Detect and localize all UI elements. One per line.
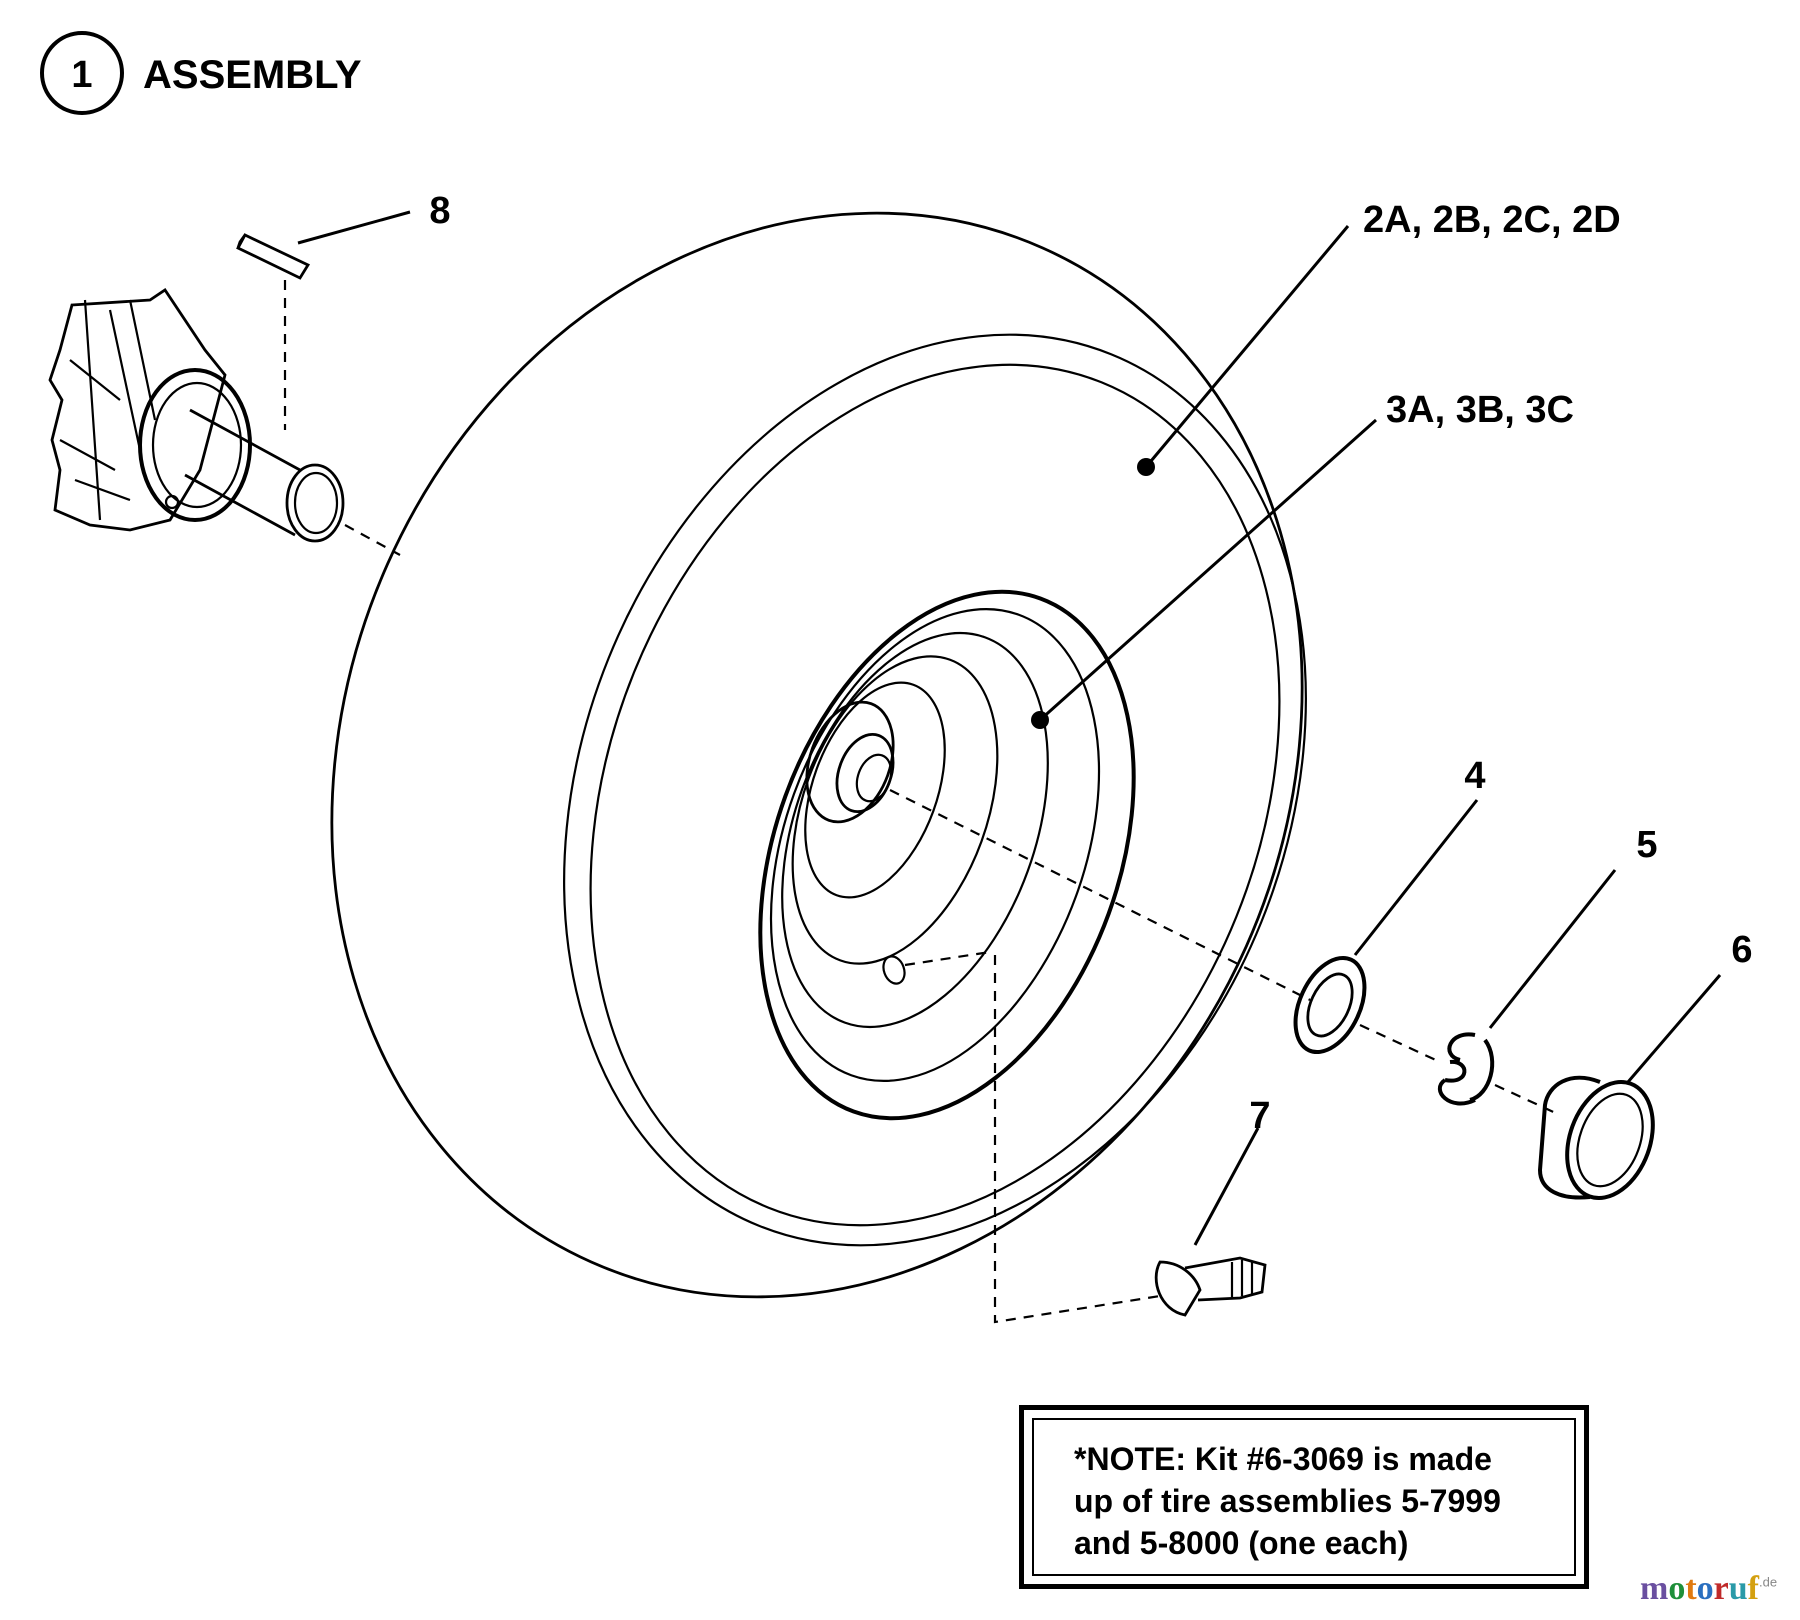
watermark-letter: t — [1685, 1570, 1697, 1607]
leader-3 — [1039, 418, 1377, 722]
assembly-header: 1 ASSEMBLY — [40, 31, 362, 115]
spindle-bolt — [164, 494, 180, 510]
leader-5 — [1488, 869, 1617, 1029]
valve-dash-line — [993, 955, 1161, 1324]
tire-sidewall-inner — [589, 363, 1281, 1227]
cap-body — [1537, 1075, 1601, 1200]
note-line-1: *NOTE: Kit #6-3069 is made — [1074, 1441, 1492, 1477]
rim-ring-2 — [781, 631, 1049, 1029]
valve-dash-to-hole — [904, 950, 991, 967]
valve-hole — [882, 955, 906, 985]
washer-inner — [1306, 972, 1354, 1038]
watermark-letter: u — [1728, 1570, 1748, 1607]
callout-2: 2A, 2B, 2C, 2D — [1363, 199, 1621, 241]
valve-stem-part-7 — [904, 950, 1267, 1324]
leader-8 — [297, 210, 411, 245]
axle-centerline — [889, 789, 1561, 1116]
kit-note-inner: *NOTE: Kit #6-3069 is made up of tire as… — [1032, 1418, 1576, 1576]
header-title: ASSEMBLY — [143, 53, 362, 97]
spindle-fin-detail — [59, 299, 157, 521]
cap-part-6 — [1537, 1075, 1655, 1201]
washer-outer — [1293, 955, 1367, 1055]
header-circle — [40, 31, 124, 115]
leader-6 — [1626, 974, 1722, 1083]
watermark-letter: o — [1668, 1570, 1686, 1607]
spindle-flange-outer — [138, 368, 252, 522]
callout-5: 5 — [1636, 824, 1657, 866]
axle-dash-to-tire — [344, 524, 401, 556]
watermark-letter: r — [1713, 1570, 1729, 1607]
callout-4: 4 — [1464, 755, 1485, 797]
e-clip — [1437, 1032, 1495, 1106]
cap-face-inner — [1576, 1092, 1644, 1188]
cap-face — [1565, 1079, 1655, 1201]
key-part-8 — [236, 233, 311, 280]
callout-8: 8 — [429, 190, 450, 232]
rim-ring-3 — [791, 655, 999, 965]
leader-lines — [297, 210, 1722, 1246]
callout-labels: 8 2A, 2B, 2C, 2D 3A, 3B, 3C 4 5 6 7 — [429, 190, 1752, 1137]
callout-3: 3A, 3B, 3C — [1386, 389, 1574, 431]
hub-collar-outer — [805, 700, 895, 824]
tire-sidewall-outline — [563, 333, 1307, 1247]
rim-ring-1 — [769, 608, 1101, 1082]
watermark-text: motoruf — [1640, 1570, 1759, 1607]
callout-6: 6 — [1731, 929, 1752, 971]
spindle-fins — [48, 288, 227, 532]
valve-stem-base — [1154, 1260, 1202, 1317]
note-line-2: up of tire assemblies 5-7999 — [1074, 1483, 1501, 1519]
clip-part-5 — [1437, 1032, 1495, 1106]
valve-stem-thread — [1230, 1260, 1254, 1297]
hub-bore — [855, 753, 893, 803]
spindle-flange-inner — [151, 381, 243, 509]
watermark-logo: motoruf.de — [1640, 1570, 1777, 1608]
watermark-suffix: .de — [1759, 1574, 1778, 1590]
tire-outer-outline — [330, 211, 1304, 1299]
spindle-shaft — [184, 408, 301, 537]
watermark-letter: f — [1747, 1570, 1759, 1607]
leader-4 — [1353, 799, 1479, 956]
rim-part-3 — [758, 458, 1155, 1121]
rim-outer — [758, 589, 1136, 1121]
watermark-letter: m — [1640, 1570, 1669, 1607]
washer-part-4 — [1293, 955, 1367, 1055]
valve-stem-body — [1184, 1256, 1267, 1302]
spindle-shaft-end-inner — [293, 471, 339, 535]
note-line-3: and 5-8000 (one each) — [1074, 1525, 1409, 1561]
tire-part-2 — [330, 211, 1307, 1299]
spindle-shaft-end — [285, 463, 345, 543]
kit-note-box: *NOTE: Kit #6-3069 is made up of tire as… — [1019, 1405, 1589, 1589]
rim-ring-4 — [804, 681, 946, 899]
leader-2 — [1144, 225, 1350, 468]
callout-7: 7 — [1249, 1095, 1270, 1137]
spindle-hub — [48, 233, 401, 556]
header-circle-number: 1 — [71, 54, 92, 96]
watermark-letter: o — [1696, 1570, 1714, 1607]
leader-7 — [1193, 1127, 1260, 1246]
